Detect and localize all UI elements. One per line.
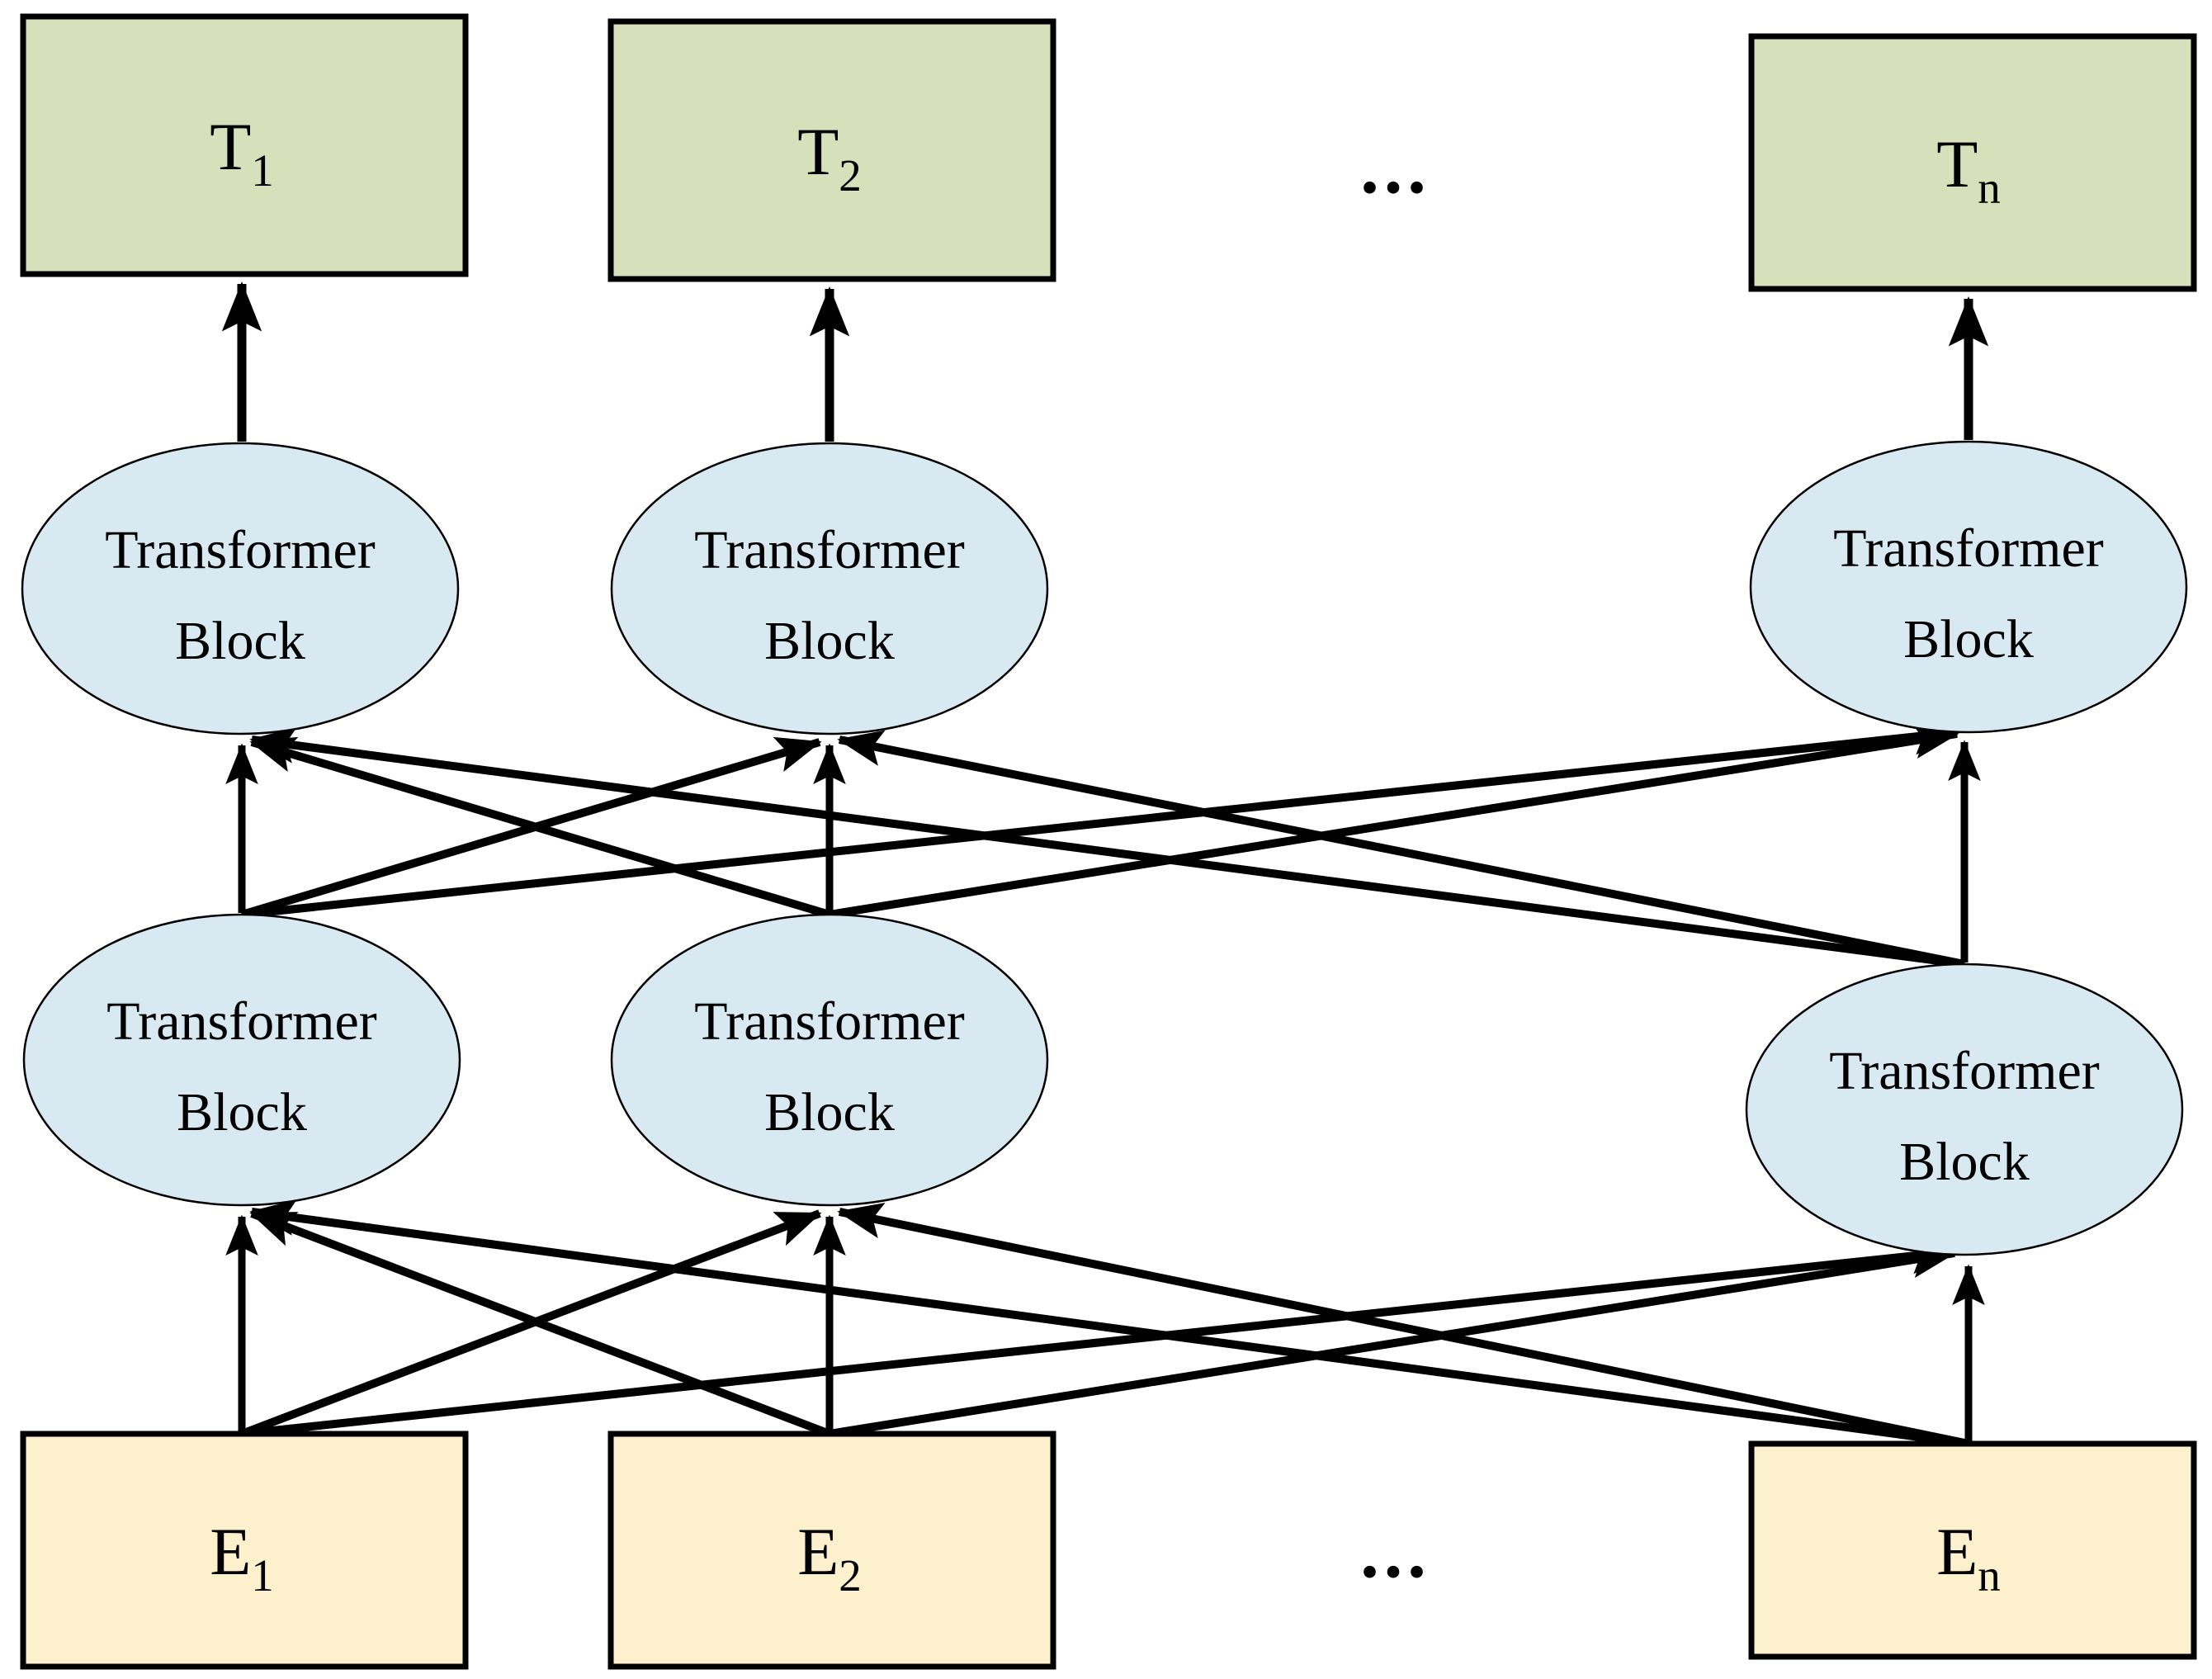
arrows-lower-to-upper-blocks [225, 718, 1981, 968]
input-row-ellipsis: ... [1360, 1511, 1431, 1593]
arrow-lower-n-to-upper2 [837, 730, 1965, 968]
output-box-t2 [607, 18, 1056, 282]
arrows-upper-blocks-to-outputs [221, 281, 1989, 442]
lower-transformer-block-2 [610, 913, 1049, 1207]
output-label-t2: T2 [797, 114, 862, 201]
output-label-t1: T1 [210, 109, 274, 196]
upper-transformer-block-2 [610, 442, 1049, 735]
arrow-lower-n-to-upper1 [249, 726, 1965, 968]
upper-transformer-block-1 [21, 442, 460, 735]
arrow-en-to-lower-block-2 [837, 1202, 1970, 1448]
arrow-e1-to-lower-block-n [241, 1237, 1957, 1438]
arrow-e2-to-lower-block-n [829, 1242, 1957, 1438]
output-box-t1 [20, 13, 469, 277]
output-box-tn [1748, 33, 2197, 292]
arrow-lower2-to-upper1 [249, 736, 831, 919]
input-label-en: En [1936, 1514, 2001, 1601]
upper-transformer-block-n [1749, 440, 2188, 734]
arrow-lower2-to-upper-n [829, 722, 1959, 919]
input-box-e1 [20, 1431, 469, 1670]
output-row: T1 T2 Tn ... [20, 13, 2197, 292]
output-label-tn: Tn [1936, 126, 2001, 213]
input-box-en [1748, 1440, 2197, 1660]
arrow-e2-to-lower-block-1 [249, 1209, 831, 1438]
input-box-e2 [607, 1431, 1056, 1670]
input-row: E1 E2 En ... [20, 1431, 2197, 1670]
lower-transformer-block-1 [22, 913, 461, 1207]
arrow-en-to-lower-block-1 [249, 1199, 1969, 1448]
input-label-e1: E1 [210, 1514, 274, 1601]
arrow-lower1-to-upper-n [241, 718, 1959, 919]
output-row-ellipsis: ... [1360, 127, 1431, 209]
lower-transformer-block-n [1745, 962, 2184, 1256]
arrows-input-to-lower-blocks [225, 1199, 1985, 1448]
input-label-e2: E2 [797, 1514, 862, 1601]
